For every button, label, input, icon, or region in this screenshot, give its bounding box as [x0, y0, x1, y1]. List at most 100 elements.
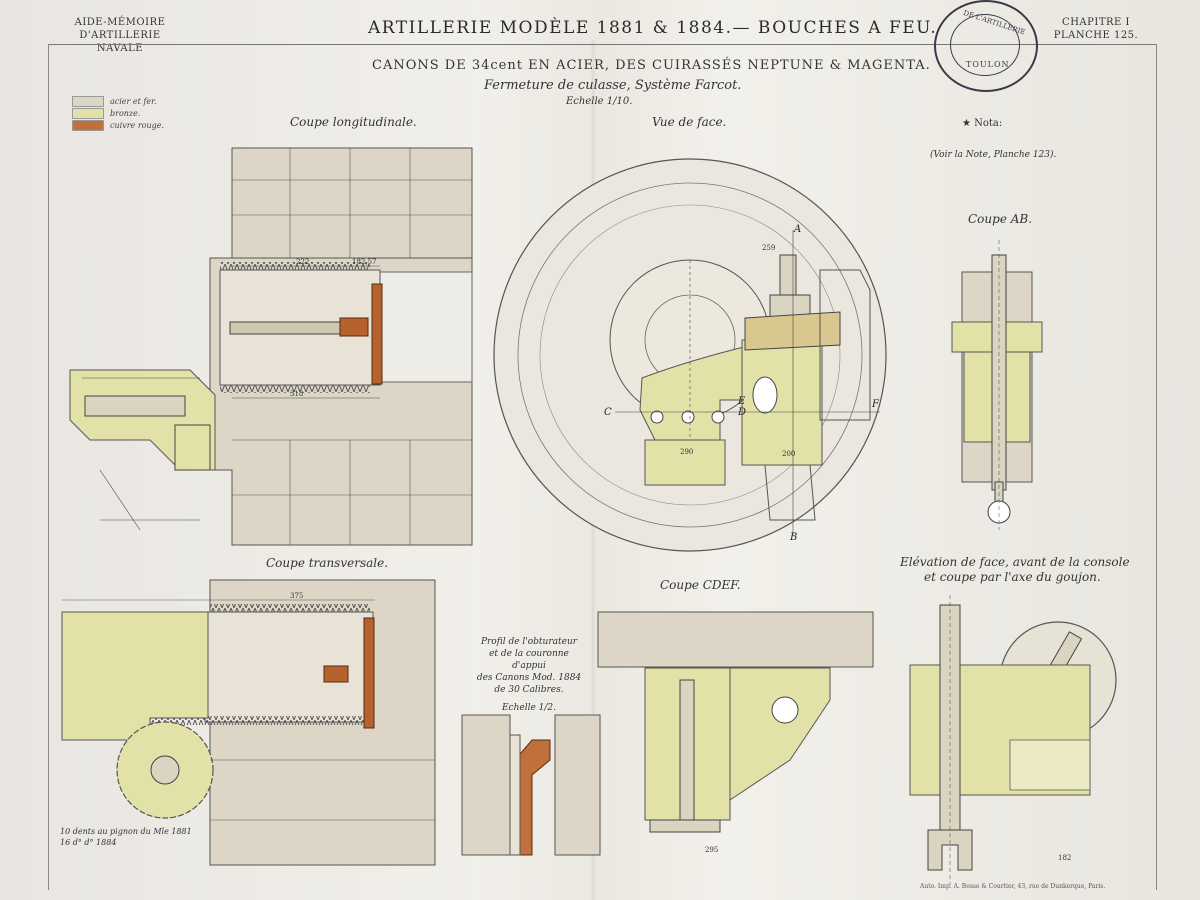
- trans-joint-lines: [62, 599, 435, 821]
- profil-inner: [509, 734, 521, 856]
- legend-row-bronze: bronze.: [72, 108, 141, 119]
- face-disc-ring: [517, 182, 863, 528]
- face-spindle: [779, 254, 797, 296]
- profil-drawing: [461, 714, 601, 856]
- cdef-arm-hole: [771, 696, 799, 724]
- face-bronze-arm: [639, 344, 753, 441]
- archive-stamp: DE L'ARTILLERIE TOULON: [934, 0, 1038, 92]
- trans-thread-bottom: [150, 716, 370, 725]
- legend-label-bronze: bronze.: [110, 109, 141, 118]
- caption-coupe-cdef: Coupe CDEF.: [660, 578, 741, 592]
- caption-nota-ref: (Voir la Note, Planche 123).: [930, 150, 1057, 160]
- elevation-drawing: 182: [909, 595, 1117, 885]
- header-left-line2: D'ARTILLERIE NAVALE: [79, 30, 161, 54]
- caption-coupe-longitudinale: Coupe longitudinale.: [290, 115, 417, 129]
- stamp-text-bottom: TOULON: [966, 60, 1010, 69]
- profil-line4: de 30 Calibres.: [494, 685, 564, 695]
- caption-nota: ★ Nota:: [962, 118, 1003, 129]
- face-bolt-hole-3: [711, 410, 725, 424]
- cdef-bronze-arm: [729, 667, 831, 801]
- profil-scale: Echelle 1/2.: [501, 703, 557, 713]
- trans-thread-top: [210, 604, 370, 612]
- breech-block-upper: [231, 147, 473, 259]
- coupe-cdef-drawing: 295: [597, 611, 874, 854]
- legend-row-cuivre: cuivre rouge.: [72, 120, 165, 131]
- face-side-plate: [819, 269, 871, 421]
- profil-block-right: [554, 714, 601, 856]
- caption-elevation-1: Elévation de face, avant de la console: [900, 555, 1130, 569]
- profil-line2: et de la couronne d'appui: [489, 649, 569, 671]
- cdef-top-block: [597, 611, 874, 668]
- caption-coupe-ab: Coupe AB.: [968, 212, 1033, 226]
- frame-right-rule: [1156, 44, 1157, 890]
- printer-credit: Auto. Imp. A. Bosse & Courtier, 43, rue …: [920, 883, 1106, 890]
- caption-vue-de-face: Vue de face.: [652, 115, 727, 129]
- elev-bronze-notch: [1009, 739, 1091, 791]
- ab-eye: [987, 500, 1011, 524]
- vue-de-face-drawing: A B C D E F 259 200 290: [493, 158, 887, 552]
- dim-318: 318: [290, 390, 303, 398]
- profil-line3: des Canons Mod. 1884: [476, 673, 582, 683]
- caption-elevation-2: et coupe par l'axe du goujon.: [924, 570, 1101, 584]
- face-disc-inner-ring: [539, 204, 841, 506]
- coupe-transversale-drawing: 375: [61, 579, 436, 866]
- longi-dimension-lines: [82, 265, 380, 531]
- legend-label-acier: acier et fer.: [110, 97, 157, 106]
- face-bronze-lower-block: [644, 439, 726, 486]
- main-title: ARTILLERIE MODÈLE 1881 & 1884.— BOUCHES …: [368, 18, 938, 38]
- legend-swatch-bronze: [72, 108, 104, 119]
- dim-259: 259: [762, 244, 775, 252]
- header-right-line1: CHAPITRE I: [1062, 17, 1130, 28]
- subtitle-scale: Echelle 1/10.: [566, 96, 633, 107]
- face-slot-hole: [752, 376, 778, 414]
- cdef-spindle: [679, 679, 695, 821]
- bronze-nut: [174, 424, 211, 471]
- longi-joint-lines: [232, 148, 472, 545]
- coupe-longitudinale-drawing: 222 182,57 318: [69, 147, 473, 546]
- trans-copper-obturator: [363, 617, 375, 729]
- legend-label-cuivre: cuivre rouge.: [110, 121, 165, 130]
- face-axis-lines: [615, 230, 880, 535]
- letter-b: B: [789, 532, 797, 543]
- coupe-ab-drawing: [951, 240, 1043, 530]
- letter-a: A: [793, 224, 801, 235]
- elev-fork: [927, 829, 973, 871]
- firing-pin-rod: [229, 321, 351, 335]
- profil-caption: Profil de l'obturateur et de la couronne…: [474, 636, 584, 714]
- header-right-line2: PLANCHE 125.: [1053, 30, 1139, 41]
- footnote-line1: 10 dents au pignon du Mle 1881: [60, 827, 192, 836]
- copper-vent: [339, 317, 369, 337]
- bore-cavity: [379, 271, 473, 383]
- dim-200: 200: [782, 450, 795, 458]
- letter-f: F: [871, 399, 880, 410]
- subtitle-line2: Fermeture de culasse, Système Farcot.: [484, 78, 742, 93]
- letter-d: D: [737, 407, 746, 418]
- archive-stamp-inner-ring: [950, 14, 1020, 76]
- header-left: AIDE-MÉMOIRE D'ARTILLERIE NAVALE: [60, 16, 180, 55]
- face-pinion-gear: [744, 311, 841, 351]
- face-hinge-lug: [764, 464, 816, 521]
- legend-row-acier: acier et fer.: [72, 96, 157, 107]
- letter-e: E: [737, 396, 746, 407]
- header-right: CHAPITRE I PLANCHE 125.: [1046, 16, 1146, 42]
- footnote-line2: 16 d° d° 1884: [60, 838, 116, 847]
- legend-swatch-cuivre: [72, 120, 104, 131]
- trans-pinion-hub: [150, 755, 180, 785]
- letter-c: C: [604, 407, 612, 418]
- dim-295: 295: [705, 846, 718, 854]
- dim-182: 182,57: [352, 258, 377, 266]
- caption-coupe-transversale: Coupe transversale.: [266, 556, 389, 570]
- lock-bolt: [84, 395, 186, 417]
- subtitle-line1: CANONS DE 34cent EN ACIER, DES CUIRASSÉS…: [372, 58, 931, 73]
- screw-thread-bottom: [220, 385, 370, 393]
- dim-290: 290: [680, 448, 693, 456]
- cdef-base: [649, 819, 721, 833]
- legend-swatch-acier: [72, 96, 104, 107]
- dim-182b: 182: [1058, 854, 1071, 862]
- profil-block-left: [461, 714, 511, 856]
- copper-obturator: [371, 283, 383, 385]
- header-left-line1: AIDE-MÉMOIRE: [74, 17, 166, 28]
- header-rule: [48, 44, 1156, 45]
